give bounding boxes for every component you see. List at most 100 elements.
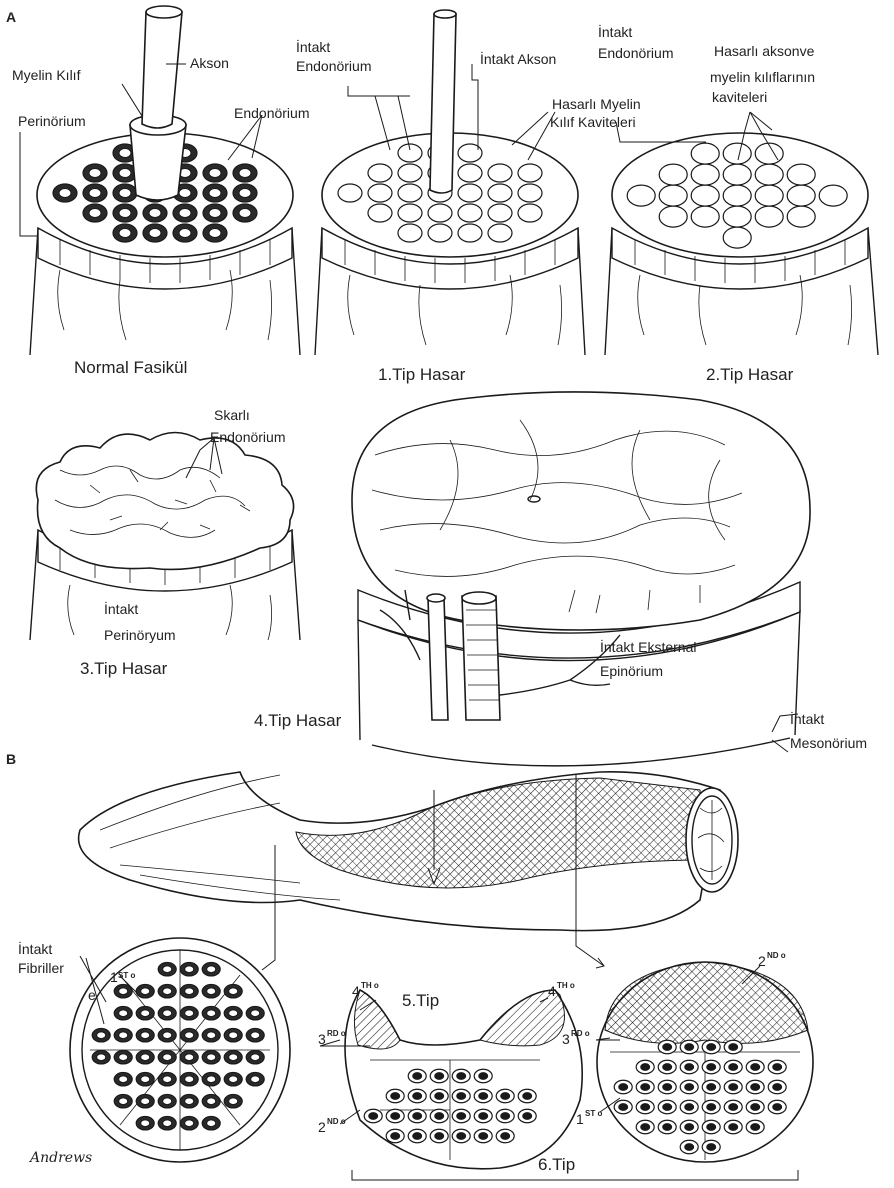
fiber-ring <box>755 185 783 206</box>
fiber-core <box>641 1084 650 1091</box>
fiber-core <box>209 209 221 218</box>
cross-section-type6 <box>597 962 813 1162</box>
fiber-core <box>119 229 131 238</box>
fiber-ring <box>659 206 687 227</box>
fiber-core <box>251 1076 260 1083</box>
degree-third-middle: 3 <box>318 1031 326 1047</box>
fiber-ring <box>787 164 815 185</box>
fiber-core <box>435 1073 444 1080</box>
fiber-core <box>207 988 216 995</box>
fiber-ring <box>659 185 687 206</box>
fiber-core <box>141 1120 150 1127</box>
fiber-core <box>479 1073 488 1080</box>
fiber-core <box>229 988 238 995</box>
label-intact-endoneurium-1a: İntakt <box>296 38 330 55</box>
fiber-core <box>163 1098 172 1105</box>
nerve-trunk-drawing <box>79 772 738 931</box>
cross-section-first-degree <box>70 938 290 1162</box>
degree-third-right: 3 <box>562 1031 570 1047</box>
fiber-ring <box>458 204 482 222</box>
fiber-ring <box>691 143 719 164</box>
label-intact-axon: İntakt Akson <box>480 50 556 67</box>
fiber-core <box>185 1054 194 1061</box>
fiber-core <box>663 1104 672 1111</box>
fiber-core <box>207 1032 216 1039</box>
fiber-core <box>663 1044 672 1051</box>
fiber-ring <box>428 204 452 222</box>
fiber-core <box>207 1120 216 1127</box>
fiber-core <box>501 1113 510 1120</box>
degree-second-middle: 2 <box>318 1119 326 1135</box>
fiber-core <box>179 189 191 198</box>
fiber-core <box>179 229 191 238</box>
fiber-ring <box>338 184 362 202</box>
fiber-core <box>413 1113 422 1120</box>
fiber-core <box>479 1113 488 1120</box>
fiber-ring <box>458 184 482 202</box>
fiber-core <box>501 1093 510 1100</box>
fiber-core <box>619 1104 628 1111</box>
type3-fascicle-drawing <box>30 433 300 641</box>
fiber-core <box>685 1144 694 1151</box>
label-mesoneurium-2: Mesonörium <box>790 735 867 751</box>
fiber-core <box>119 1032 128 1039</box>
fiber-core <box>207 1010 216 1017</box>
label-intact-endoneurium-2a: İntakt <box>598 23 632 40</box>
degree-first-right-sup: ST o <box>585 1109 602 1118</box>
fiber-core <box>641 1124 650 1131</box>
label-intact-fibrils-2: Fibriller <box>18 960 64 976</box>
fiber-core <box>707 1144 716 1151</box>
fiber-core <box>413 1093 422 1100</box>
degree-first-1: 1 <box>110 969 118 985</box>
fiber-ring <box>723 206 751 227</box>
label-external-epineurium-2: Epinörium <box>600 663 663 679</box>
fiber-core <box>229 1032 238 1039</box>
label-intact-perineurium-1: İntakt <box>104 600 138 617</box>
fiber-core <box>663 1084 672 1091</box>
label-mesoneurium-1: İntakt <box>790 710 824 727</box>
fiber-ring <box>488 204 512 222</box>
fiber-core <box>413 1073 422 1080</box>
fiber-core <box>523 1093 532 1100</box>
fiber-core <box>185 1120 194 1127</box>
fiber-core <box>209 189 221 198</box>
fiber-core <box>773 1084 782 1091</box>
fiber-core <box>707 1044 716 1051</box>
fiber-core <box>89 189 101 198</box>
degree-second-middle-sup: ND o <box>327 1117 346 1126</box>
fiber-core <box>149 229 161 238</box>
fiber-core <box>251 1032 260 1039</box>
fiber-core <box>119 169 131 178</box>
fiber-core <box>457 1113 466 1120</box>
degree-second-right: 2 <box>758 953 766 969</box>
fiber-core <box>239 189 251 198</box>
fiber-core <box>751 1064 760 1071</box>
panel-a-label: A <box>6 9 16 25</box>
label-cavities-3: kaviteleri <box>712 89 767 105</box>
degree-fourth-right: 4 <box>548 983 556 999</box>
label-endoneurium: Endonörium <box>234 105 310 121</box>
fiber-core <box>207 1098 216 1105</box>
fiber-core <box>97 1032 106 1039</box>
fiber-core <box>119 189 131 198</box>
fiber-ring <box>787 206 815 227</box>
label-intact-endoneurium-2b: Endonörium <box>598 45 674 61</box>
fiber-core <box>391 1113 400 1120</box>
fiber-ring <box>488 224 512 242</box>
fiber-ring <box>659 164 687 185</box>
fiber-ring <box>787 185 815 206</box>
fiber-core <box>751 1124 760 1131</box>
artist-signature: Andrews <box>28 1150 92 1166</box>
fiber-core <box>59 189 71 198</box>
fiber-core <box>729 1124 738 1131</box>
fiber-core <box>185 1076 194 1083</box>
fiber-ring <box>488 164 512 182</box>
fiber-core <box>141 1076 150 1083</box>
fiber-core <box>207 1076 216 1083</box>
label-cavities-2: myelin kılıflarının <box>710 69 815 85</box>
fiber-core <box>209 169 221 178</box>
fiber-ring <box>458 164 482 182</box>
label-axon: Akson <box>190 55 229 71</box>
fiber-core <box>663 1124 672 1131</box>
